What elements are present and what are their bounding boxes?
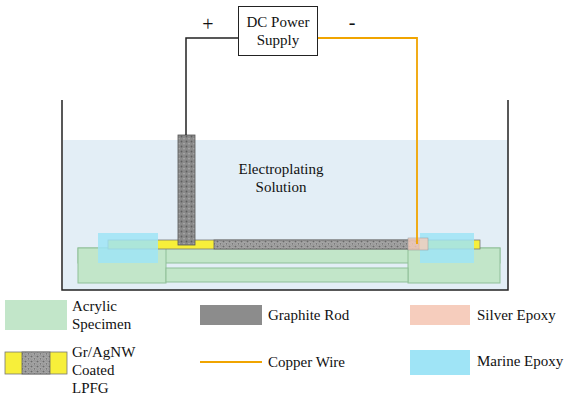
- legend-label: Gr/AgNW Coated LPFG: [72, 343, 134, 397]
- legend-swatch: [5, 300, 67, 330]
- legend-label: Graphite Rod: [268, 306, 388, 324]
- copper-wire: [318, 38, 417, 244]
- copper-wire-sample: [200, 361, 262, 363]
- legend-label: Copper Wire: [268, 353, 388, 371]
- box-label: DC Power Supply: [239, 13, 317, 49]
- legend-swatch: [410, 350, 470, 375]
- polarity-sign: -: [344, 10, 360, 34]
- polarity-sign: +: [200, 12, 216, 36]
- solution-label: Electroplating Solution: [225, 160, 337, 196]
- legend-swatch: [200, 305, 262, 325]
- legend-label: Silver Epoxy: [477, 306, 569, 324]
- positive-wire: [186, 38, 238, 135]
- marine-epoxy: [98, 233, 158, 263]
- silver-epoxy: [408, 238, 428, 250]
- coating: [214, 240, 419, 249]
- legend-swatch: [410, 305, 470, 325]
- lpfg-sample: [5, 352, 67, 374]
- tank: [62, 100, 508, 290]
- solution: [63, 140, 508, 290]
- legend-label: Acrylic Specimen: [72, 297, 162, 333]
- power-supply-box: DC Power Supply: [238, 6, 318, 56]
- coating-sample: [22, 352, 50, 374]
- legend-label: Marine Epoxy: [477, 352, 569, 370]
- graphite-rod: [178, 135, 195, 245]
